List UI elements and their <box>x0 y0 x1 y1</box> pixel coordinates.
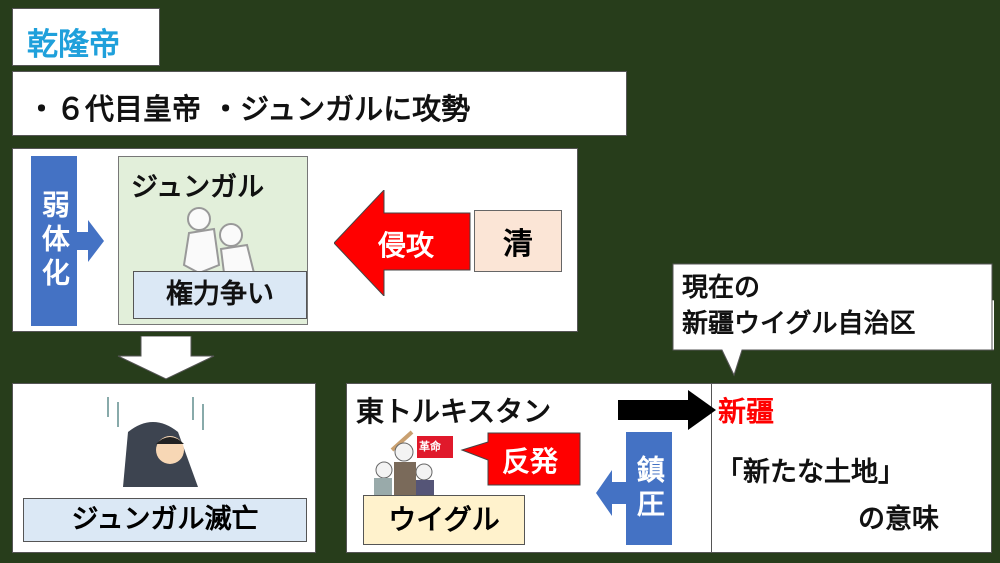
title-box: 乾隆帝 <box>12 8 160 66</box>
qing-label: 清 <box>503 227 533 262</box>
weakening-bar: 弱体化 <box>31 156 77 326</box>
dzungar-label: ジュンガル <box>131 172 265 203</box>
subtitle: ・６代目皇帝 ・ジュンガルに攻勢 <box>27 92 471 126</box>
rename-arrow-icon <box>618 390 716 430</box>
uyghur-box: ウイグル <box>363 495 525 545</box>
backlash-bubble <box>460 432 581 486</box>
east-turkestan-label: 東トルキスタン <box>356 395 552 428</box>
page-title: 乾隆帝 <box>27 27 120 63</box>
weakening-arrow-icon <box>76 220 104 262</box>
dzungar-fall-box: ジュンガル滅亡 <box>23 498 307 542</box>
subtitle-box: ・６代目皇帝 ・ジュンガルに攻勢 <box>12 71 627 136</box>
suppression-arrow-icon <box>596 470 628 516</box>
suppression-bar: 鎮圧 <box>626 432 672 545</box>
power-struggle-box: 権力争い <box>133 271 307 319</box>
callout-text: 現在の 新疆ウイグル自治区 <box>682 270 915 342</box>
down-arrow-icon <box>117 336 215 380</box>
callout-bubble <box>672 263 994 377</box>
power-struggle-label: 権力争い <box>166 279 274 310</box>
revolution-flag-text: 革命 <box>419 440 441 453</box>
uyghur-label: ウイグル <box>388 503 500 536</box>
meaning-line-2: の意味 <box>858 504 939 535</box>
fall-panel: ジュンガル滅亡 <box>12 383 316 553</box>
invasion-arrow-icon <box>334 190 471 296</box>
fighting-figures-icon <box>182 207 256 275</box>
meaning-line-1: 「新たな土地」 <box>716 457 905 488</box>
protesters-icon <box>374 430 453 496</box>
dejected-person-icon <box>107 397 204 487</box>
weakening-label: 弱体化 <box>37 190 71 292</box>
qing-box: 清 <box>474 210 562 272</box>
xinjiang-label: 新疆 <box>718 395 775 428</box>
dzungar-box: ジュンガル 権力争い <box>118 156 308 325</box>
backlash-label: 反発 <box>502 445 559 478</box>
callout-line-1: 現在の <box>682 273 761 303</box>
panel-divider <box>711 384 712 552</box>
dzungar-fall-label: ジュンガル滅亡 <box>71 504 259 535</box>
callout-line-2: 新疆ウイグル自治区 <box>682 309 916 339</box>
invasion-label: 侵攻 <box>378 229 435 262</box>
suppression-label: 鎮圧 <box>632 454 666 523</box>
